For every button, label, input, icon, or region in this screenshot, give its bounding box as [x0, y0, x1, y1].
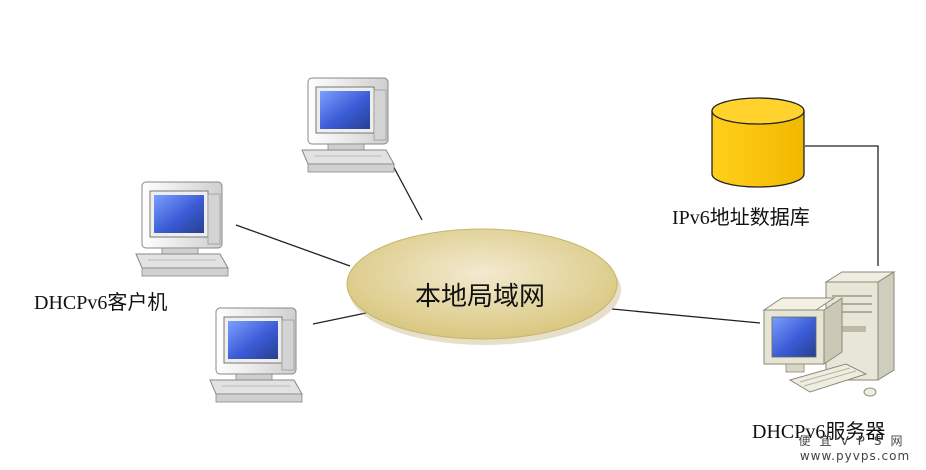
- database-label: IPv6地址数据库: [672, 207, 810, 229]
- watermark-url: www.pyvps.com: [799, 449, 911, 463]
- database-icon: [711, 97, 805, 188]
- server-computer: [762, 271, 896, 397]
- link-client-top: [389, 159, 423, 221]
- server-label: DHCPv6服务器: [752, 421, 886, 443]
- watermark: 便宜VPS网 www.pyvps.com: [790, 432, 920, 463]
- lan-cloud: [346, 228, 621, 345]
- lan-label: 本地局域网: [414, 282, 545, 312]
- connection-lines: [235, 145, 879, 325]
- client-computer-middle: [135, 181, 229, 277]
- client-computer-bottom: [209, 307, 303, 403]
- link-server: [611, 308, 761, 324]
- client-label: DHCPv6客户机: [34, 292, 168, 314]
- link-client-bottom: [312, 312, 367, 325]
- link-database-server: [805, 145, 879, 266]
- watermark-title: 便宜VPS网: [798, 434, 912, 448]
- client-computer-top: [301, 77, 395, 173]
- link-client-middle: [235, 224, 351, 267]
